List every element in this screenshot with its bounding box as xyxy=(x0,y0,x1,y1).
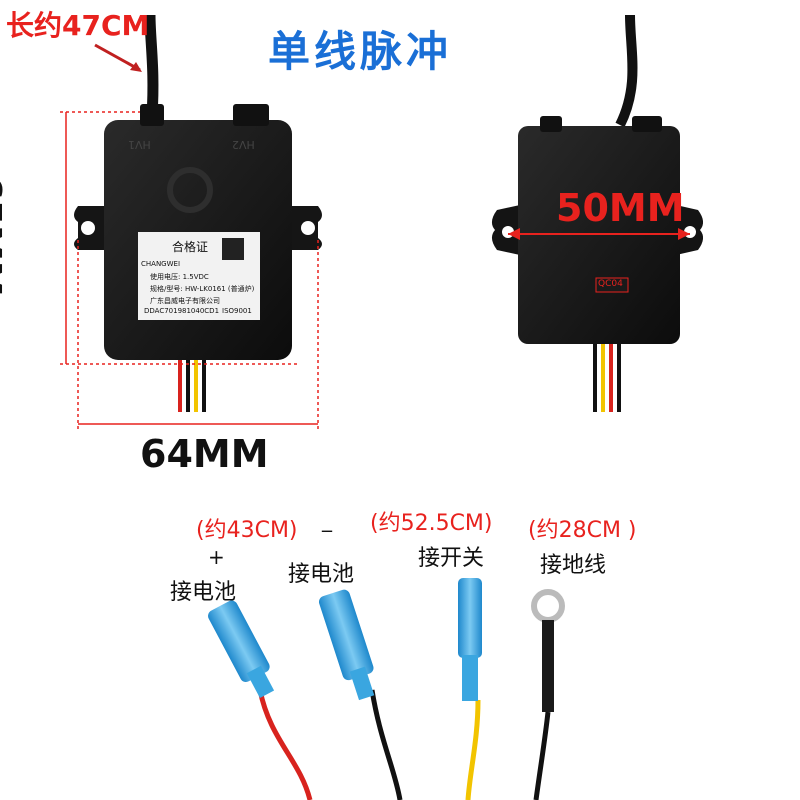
pulse-igniter-back xyxy=(491,116,704,412)
maker-label: 广东昌威电子有限公司 xyxy=(150,297,220,305)
arrow-icon xyxy=(94,43,141,72)
voltage-label: 使用电压: 1.5VDC xyxy=(150,273,209,281)
pin-label-hv2: HV2 xyxy=(232,138,255,151)
wire-label-battery-minus: 接电池 xyxy=(288,562,355,587)
wire-length-note-2: (约52.5CM) xyxy=(370,511,493,536)
terminal-red xyxy=(208,600,313,800)
polarity-minus: _ xyxy=(322,508,332,532)
pulse-igniter-front xyxy=(74,104,322,412)
model-label: 规格/型号: HW-LK0161 (普通炉) xyxy=(150,285,255,293)
polarity-plus: + xyxy=(208,545,225,569)
brand-label: CHANGWEI xyxy=(141,260,181,268)
back-label: QC04 xyxy=(598,279,623,289)
dimension-lines xyxy=(60,111,319,430)
top-cable xyxy=(144,14,159,116)
page-title: 单线脉冲 xyxy=(268,27,453,76)
pin-label-hv1: HV1 xyxy=(128,138,151,151)
mount-width-label: 50MM xyxy=(556,186,685,230)
code-label: DDAC701981040CD1 xyxy=(144,307,220,315)
cert-label: 合格证 xyxy=(172,240,209,254)
wire-label-ground: 接地线 xyxy=(540,553,607,578)
iso-label: ISO9001 xyxy=(222,307,252,315)
wire-length-note-1: (约43CM) xyxy=(196,518,298,543)
terminal-black-1 xyxy=(318,589,403,800)
cable-length-label: 长约47CM xyxy=(6,9,150,42)
wire-length-note-3: (约28CM ) xyxy=(528,518,637,543)
wire-label-battery-plus: 接电池 xyxy=(170,580,237,605)
terminal-ring xyxy=(531,589,565,800)
wire-label-switch: 接开关 xyxy=(418,546,485,571)
height-dimension-label: 65MM xyxy=(0,175,8,297)
width-dimension-label: 64MM xyxy=(140,432,269,476)
terminal-yellow xyxy=(458,578,482,800)
